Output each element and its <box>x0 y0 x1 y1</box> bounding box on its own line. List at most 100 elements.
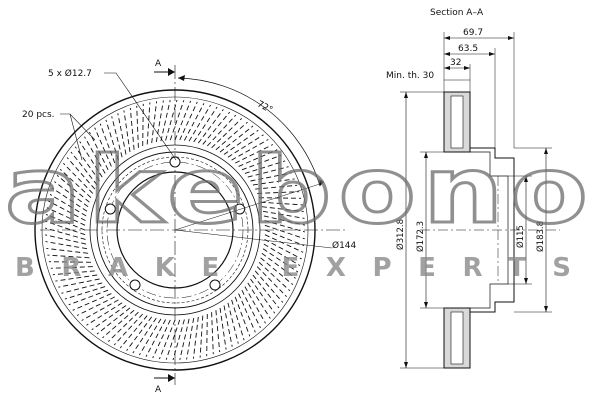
bolt-holes-label: 5 x Ø12.7 <box>48 68 92 79</box>
vent-slot <box>247 282 271 319</box>
vent-slot <box>261 206 304 213</box>
width-outer-label: 69.7 <box>463 28 483 38</box>
slot-pattern <box>44 99 306 361</box>
vent-slot <box>86 302 123 326</box>
vent-slot <box>126 316 153 351</box>
section-title: Section A–A <box>430 8 484 18</box>
vent-slot <box>45 213 86 231</box>
vent-slot <box>54 181 89 208</box>
vent-slot <box>158 319 176 360</box>
vent-slot <box>129 107 135 150</box>
front-view: 72° Ø144 5 x Ø12.7 20 pcs. A A <box>22 59 357 395</box>
dia-friction-inner-label: Ø172.3 <box>415 221 426 252</box>
vent-slot <box>107 311 139 342</box>
vent-slot <box>211 312 214 355</box>
vent-slot <box>263 215 305 226</box>
vent-slot <box>155 100 164 143</box>
vent-slot <box>241 290 261 329</box>
vent-slot <box>206 313 208 357</box>
angle-label: 72° <box>255 99 274 115</box>
vent-slot <box>252 178 295 186</box>
bolt-hole <box>209 279 221 291</box>
vent-slot <box>160 100 171 142</box>
dim-arrows-63-5 <box>444 52 495 56</box>
angle-arrow-start <box>178 75 185 81</box>
vent-slot <box>244 160 286 174</box>
vent-slot <box>44 227 86 240</box>
vent-slot <box>260 201 303 206</box>
angle-arc <box>177 77 321 187</box>
angle-arrow-end <box>319 179 324 186</box>
vent-slot <box>146 102 151 145</box>
vent-slot <box>219 125 254 153</box>
vent-slot <box>179 318 190 360</box>
dia-hat-label: Ø183.8 <box>535 221 546 252</box>
vent-slot <box>70 151 98 186</box>
vent-slot <box>45 220 86 236</box>
lower-vent-channel <box>450 311 464 365</box>
center-bore <box>116 171 234 289</box>
vent-slot <box>199 315 204 358</box>
friction-inner-edge <box>89 144 261 316</box>
vent-slot <box>46 247 89 254</box>
vent-slot <box>238 293 256 333</box>
vent-slot <box>227 302 239 344</box>
vent-slot <box>81 299 119 321</box>
vent-slot <box>113 313 144 346</box>
vent-slot <box>64 286 106 300</box>
vent-slot <box>263 243 301 266</box>
vent-slot <box>179 101 198 141</box>
brand-watermark: akebono BRAKE EXPERTS <box>4 136 591 284</box>
vent-slot <box>79 141 103 178</box>
vent-slot <box>47 254 90 259</box>
vent-slot <box>139 318 162 356</box>
vent-slot <box>215 310 221 353</box>
vent-slot <box>59 168 92 199</box>
vent-slot <box>165 99 178 141</box>
vent-slot <box>223 305 233 347</box>
vent-slot <box>117 113 127 155</box>
width-inner-label: 32 <box>450 58 461 68</box>
vent-slot <box>255 184 298 190</box>
vent-slot <box>258 261 291 292</box>
vent-slot <box>72 293 112 311</box>
vent-slot <box>84 136 106 174</box>
vent-slot <box>231 139 269 161</box>
section-view: Section A–A 69.7 63.5 32 Min. th. 30 <box>386 8 560 369</box>
bolt-circle-leader <box>174 229 333 249</box>
slots-label: 20 pcs. <box>22 110 55 120</box>
vent-slot <box>94 127 112 167</box>
vent-slot <box>76 296 115 316</box>
vent-slot <box>61 282 103 294</box>
section-mark-bottom: A <box>155 385 162 395</box>
disc-outer-edge <box>34 89 316 371</box>
vent-slot <box>262 210 305 219</box>
vent-slot <box>238 149 278 167</box>
hat-dashed-ring <box>101 156 249 304</box>
section-marker-top-arrow <box>168 68 175 76</box>
slots-leader-2 <box>69 113 83 161</box>
vent-slot <box>188 104 211 142</box>
width-mid-label: 63.5 <box>458 44 478 54</box>
hat-outer-edge <box>96 151 254 309</box>
vent-slot <box>99 123 116 164</box>
vent-slot <box>96 307 131 335</box>
vent-slot <box>258 197 302 199</box>
bolt-holes <box>104 156 246 291</box>
vent-slot <box>211 118 243 149</box>
vent-slot <box>250 278 276 314</box>
vent-slot <box>136 105 139 148</box>
vent-slot <box>56 174 90 203</box>
vent-slot <box>252 274 280 309</box>
vent-slot <box>193 106 218 143</box>
vent-slot <box>197 109 224 144</box>
vent-slot <box>254 270 284 303</box>
vent-slot <box>111 116 123 158</box>
vent-slot <box>102 309 135 339</box>
vent-slot <box>169 100 185 141</box>
vent-slot <box>68 289 109 306</box>
bolt-hole <box>129 279 141 291</box>
vent-slot <box>219 307 227 350</box>
section-mark-top: A <box>155 59 162 69</box>
